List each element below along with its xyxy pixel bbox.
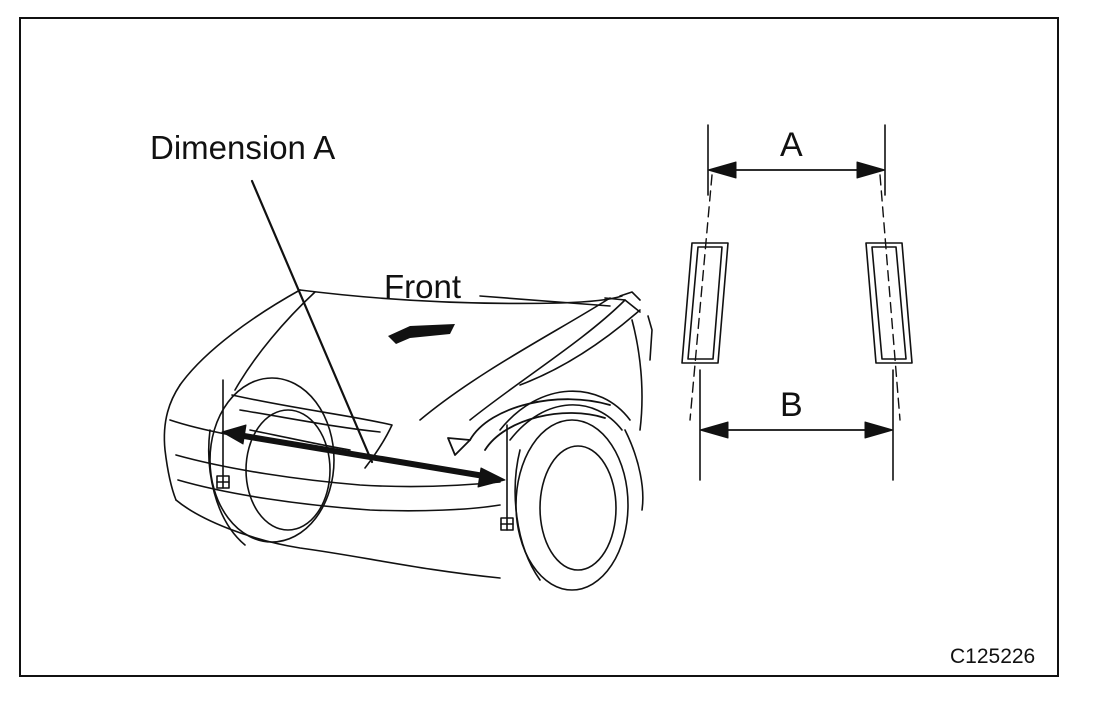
right-tire	[865, 242, 913, 364]
toe-diagram	[681, 124, 913, 481]
front-leader	[479, 295, 611, 307]
left-tire	[681, 242, 729, 364]
front-label: Front	[384, 268, 462, 305]
a-label: A	[780, 126, 803, 164]
b-label: B	[780, 386, 803, 424]
dimension-a-label: Dimension A	[150, 129, 336, 166]
dimension-a-leader	[250, 179, 374, 464]
dimension-a-arrow	[221, 424, 506, 488]
front-direction-arrow	[388, 324, 455, 344]
car-illustration	[163, 289, 653, 591]
figure-code: C125226	[950, 645, 1036, 668]
